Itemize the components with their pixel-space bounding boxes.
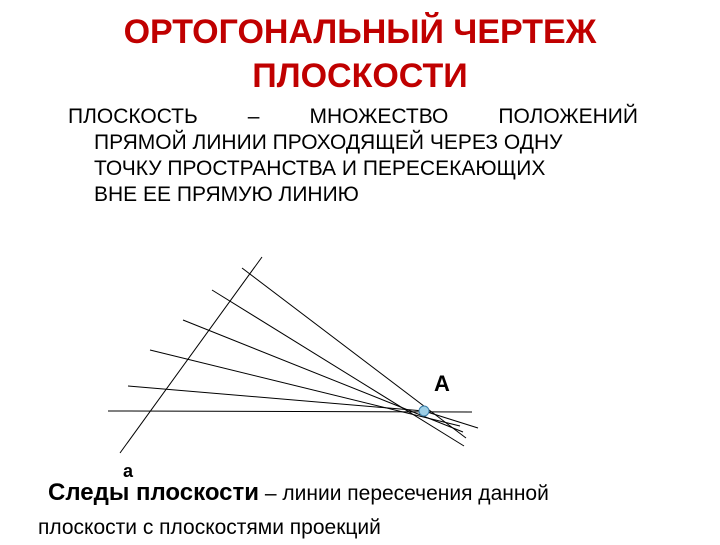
plane-definition: ПЛОСКОСТЬ – МНОЖЕСТВО ПОЛОЖЕНИЙ ПРЯМОЙ Л…	[68, 104, 638, 208]
traces-line-1: Следы плоскости – линии пересечения данн…	[38, 476, 698, 511]
definition-line: ПРЯМОЙ ЛИНИИ ПРОХОДЯЩЕЙ ЧЕРЕЗ ОДНУ	[94, 131, 563, 154]
title-line-1: ОРТОГОНАЛЬНЫЙ ЧЕРТЕЖ	[123, 13, 597, 51]
traces-term: Следы плоскости	[48, 479, 260, 506]
pencil-line	[241, 267, 467, 439]
line-a	[119, 256, 263, 454]
definition-word: –	[247, 105, 260, 128]
point-a-marker	[418, 405, 430, 417]
pencil-line	[423, 410, 479, 429]
line-a-label: a	[123, 461, 134, 481]
definition-first-line: ПЛОСКОСТЬ – МНОЖЕСТВО ПОЛОЖЕНИЙ	[68, 104, 638, 130]
traces-definition-text: – линии пересечения данной	[264, 482, 549, 505]
traces-line-2: плоскости с плоскостями проекций	[38, 516, 381, 539]
pencil-line	[182, 319, 464, 433]
definition-word: МНОЖЕСТВО	[309, 105, 449, 128]
title-line-2: ПЛОСКОСТИ	[252, 57, 468, 95]
slide-title: ОРТОГОНАЛЬНЫЙ ЧЕРТЕЖ ПЛОСКОСТИ	[0, 10, 720, 98]
pencil-line	[107, 410, 473, 413]
pencil-line	[127, 385, 425, 412]
definition-line: ВНЕ ЕЕ ПРЯМУЮ ЛИНИЮ	[94, 183, 359, 206]
pencil-line	[211, 289, 465, 447]
traces-definition: Следы плоскости – линии пересечения данн…	[38, 476, 698, 545]
definition-line: ТОЧКУ ПРОСТРАНСТВА И ПЕРЕСЕКАЮЩИХ	[94, 157, 546, 180]
definition-continuation: ПРЯМОЙ ЛИНИИ ПРОХОДЯЩЕЙ ЧЕРЕЗ ОДНУ ТОЧКУ…	[68, 130, 638, 208]
definition-word: ПЛОСКОСТЬ	[68, 105, 198, 128]
definition-word: ПОЛОЖЕНИЙ	[498, 105, 638, 128]
point-a-label: A	[434, 371, 450, 396]
pencil-line	[149, 349, 461, 427]
